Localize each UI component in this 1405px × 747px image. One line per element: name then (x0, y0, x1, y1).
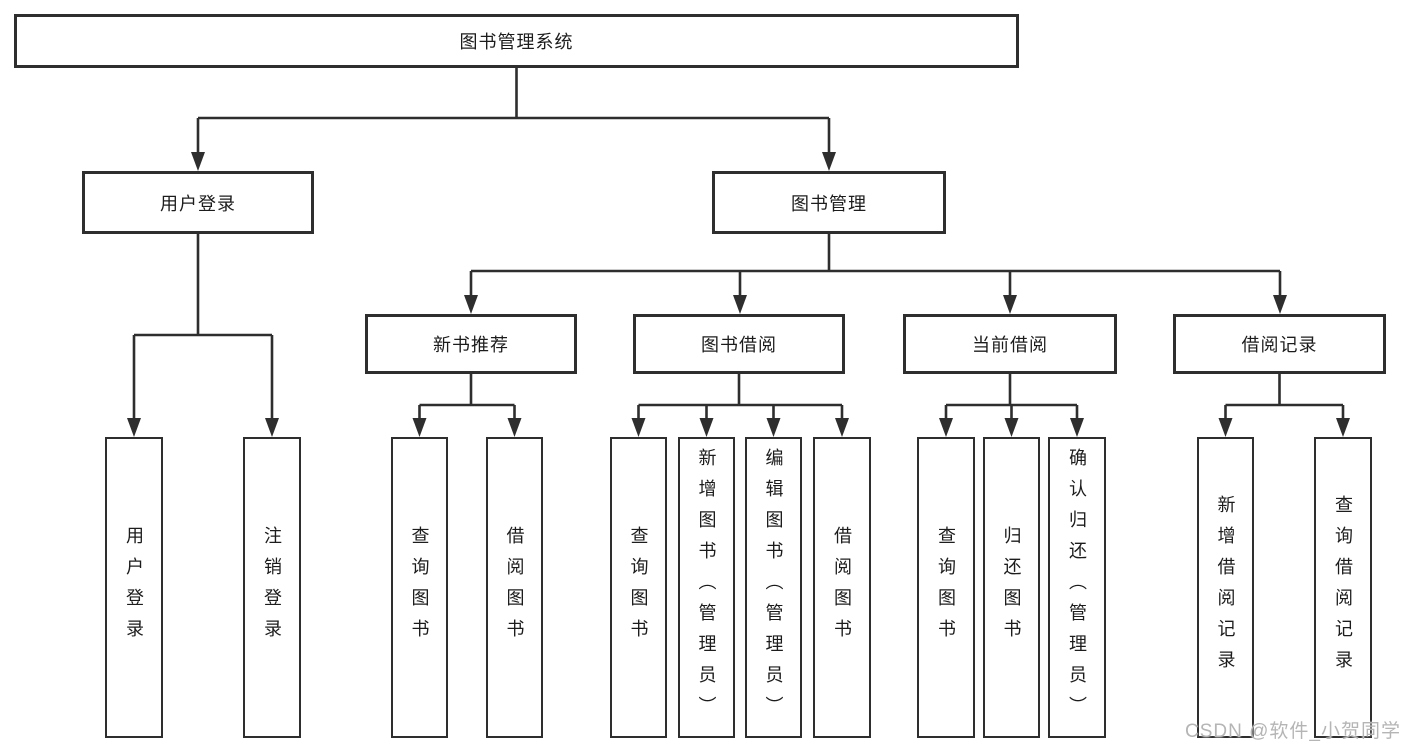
arrowhead (1003, 295, 1017, 314)
node-add-books-admin: 新增图书（管理员） (678, 437, 735, 738)
edge-bookborrow-split (637, 374, 844, 420)
edge-userlogin-split (132, 234, 274, 420)
node-edit-books-admin: 编辑图书（管理员） (745, 437, 802, 738)
arrowhead (939, 418, 953, 437)
arrowhead (733, 295, 747, 314)
arrowhead (507, 418, 522, 437)
node-root: 图书管理系统 (14, 14, 1019, 68)
arrowhead (1218, 418, 1233, 437)
node-edit-books-admin-label: 编辑图书（管理员） (763, 448, 784, 727)
node-add-borrow-record-label: 新增借阅记录 (1215, 494, 1236, 681)
arrowhead (127, 418, 141, 437)
node-query-books-2-label: 查询图书 (628, 525, 649, 650)
arrowhead (265, 418, 279, 437)
arrowhead (412, 418, 427, 437)
edge-newbookrec-split (418, 374, 516, 420)
node-new-book-rec-label: 新书推荐 (433, 335, 509, 355)
node-query-books-1-label: 查询图书 (409, 525, 430, 650)
node-query-books-3: 查询图书 (917, 437, 975, 738)
edge-bookmgmt-split (469, 234, 1282, 297)
arrowhead (822, 152, 836, 171)
node-query-borrow-record: 查询借阅记录 (1314, 437, 1372, 738)
watermark: CSDN @软件_小贺同学 (1185, 721, 1401, 742)
node-current-borrow: 当前借阅 (903, 314, 1117, 374)
node-query-books-3-label: 查询图书 (936, 525, 956, 650)
node-new-book-rec: 新书推荐 (365, 314, 577, 374)
node-borrow-books-1-label: 借阅图书 (504, 525, 525, 650)
node-borrow-books-2-label: 借阅图书 (832, 525, 852, 650)
node-query-books-1: 查询图书 (391, 437, 448, 738)
node-book-mgmt-label: 图书管理 (791, 193, 867, 214)
node-confirm-return-admin-label: 确认归还（管理员） (1067, 448, 1087, 727)
edge-currentborrow-split (944, 374, 1079, 420)
arrowhead (1336, 418, 1350, 437)
node-book-borrow-label: 图书借阅 (701, 335, 777, 355)
edge-root-split (196, 68, 831, 154)
node-book-mgmt: 图书管理 (712, 171, 946, 234)
node-query-books-2: 查询图书 (610, 437, 667, 738)
node-return-books-label: 归还图书 (1001, 525, 1022, 650)
node-confirm-return-admin: 确认归还（管理员） (1048, 437, 1106, 738)
node-borrow-records: 借阅记录 (1173, 314, 1386, 374)
node-return-books: 归还图书 (983, 437, 1040, 738)
arrowhead (191, 152, 205, 171)
node-user-login: 用户登录 (105, 437, 163, 738)
arrowhead (1004, 418, 1019, 437)
node-borrow-books-2: 借阅图书 (813, 437, 871, 738)
node-add-borrow-record: 新增借阅记录 (1197, 437, 1254, 738)
arrowhead (1273, 295, 1287, 314)
arrowhead (1070, 418, 1084, 437)
node-book-borrow: 图书借阅 (633, 314, 845, 374)
node-user-login-group-label: 用户登录 (160, 193, 236, 214)
node-logout: 注销登录 (243, 437, 301, 738)
arrowheads (127, 152, 1350, 437)
node-user-login-label: 用户登录 (124, 525, 144, 650)
node-user-login-group: 用户登录 (82, 171, 314, 234)
arrowhead (766, 418, 781, 437)
node-query-borrow-record-label: 查询借阅记录 (1333, 494, 1353, 681)
node-root-label: 图书管理系统 (459, 32, 574, 52)
node-add-books-admin-label: 新增图书（管理员） (696, 448, 717, 727)
edge-borrowrecords-split (1224, 374, 1345, 420)
arrowhead (835, 418, 849, 437)
arrowhead (631, 418, 646, 437)
arrowhead (464, 295, 478, 314)
node-current-borrow-label: 当前借阅 (972, 335, 1048, 355)
node-logout-label: 注销登录 (262, 525, 282, 650)
node-borrow-records-label: 借阅记录 (1241, 335, 1318, 355)
node-borrow-books-1: 借阅图书 (486, 437, 543, 738)
arrowhead (699, 418, 714, 437)
